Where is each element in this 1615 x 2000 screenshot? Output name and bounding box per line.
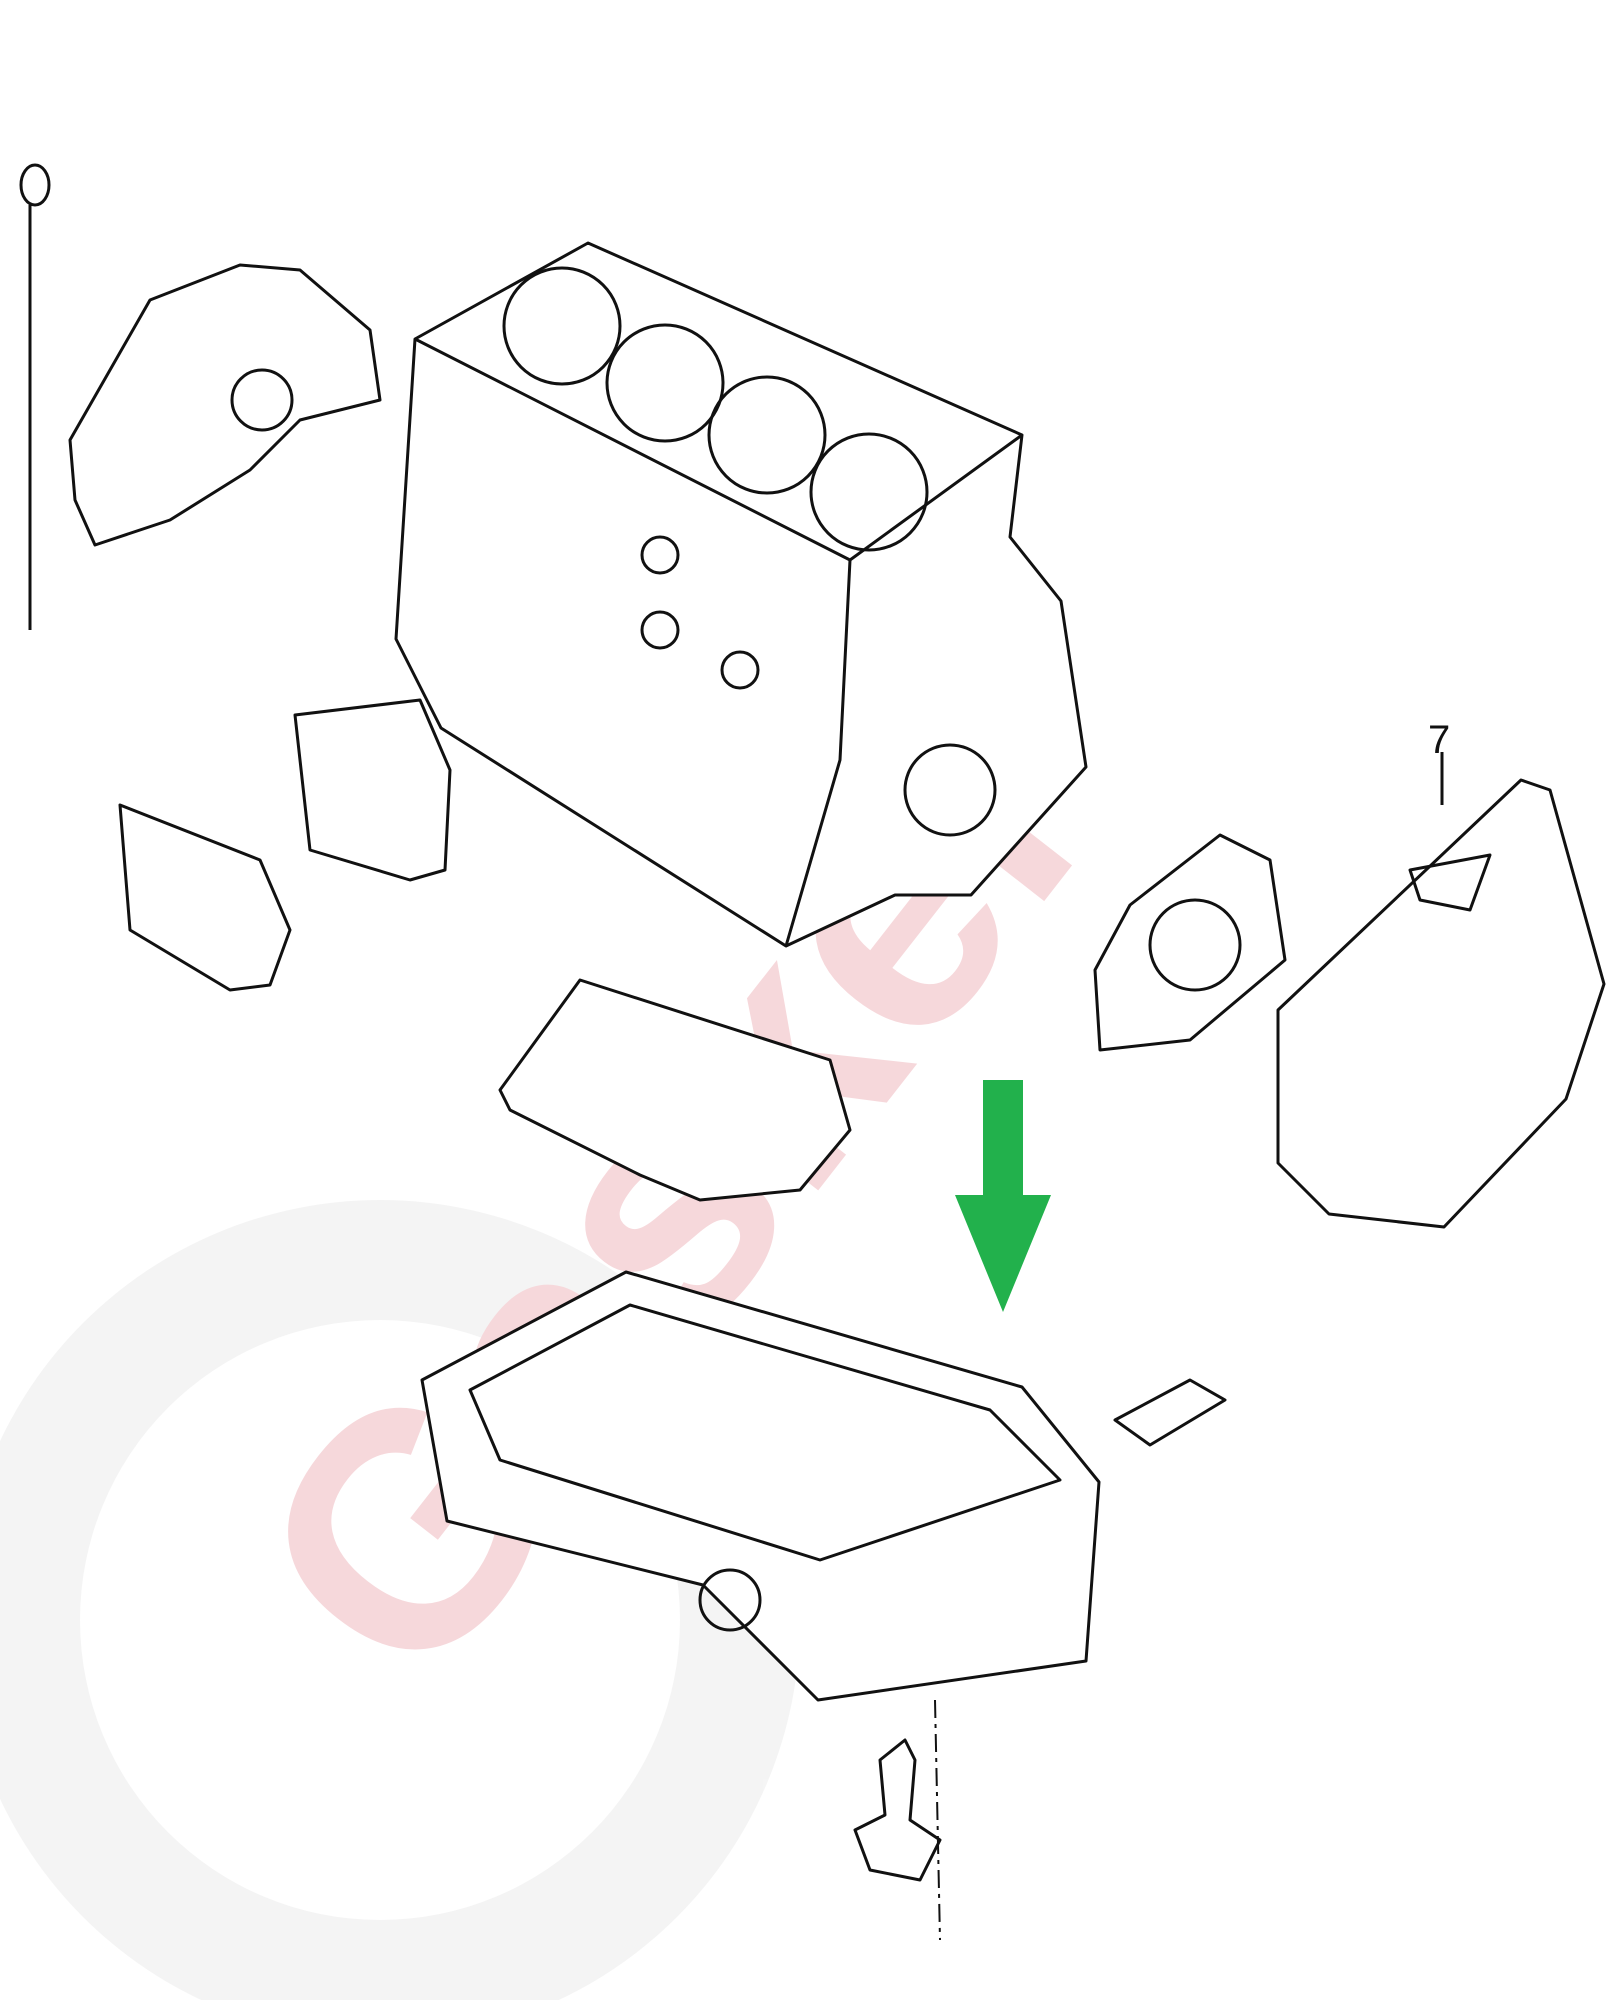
oil-pump: [68, 263, 382, 547]
sealant-tube: [1113, 1378, 1227, 1447]
green-arrow-indicator: [955, 1080, 1051, 1312]
rear-seal-flange: [1093, 833, 1287, 1052]
dipstick: [19, 163, 51, 630]
breather-cover: [118, 803, 292, 992]
side-cover: [293, 698, 452, 882]
gasket-part-7: [1276, 752, 1606, 1229]
engine-block: [394, 241, 1088, 948]
drain-plug: [853, 1738, 942, 1882]
oil-pan: [420, 1270, 1101, 1702]
oil-baffle: [498, 978, 852, 1202]
part-label-7: 7: [1428, 718, 1451, 762]
